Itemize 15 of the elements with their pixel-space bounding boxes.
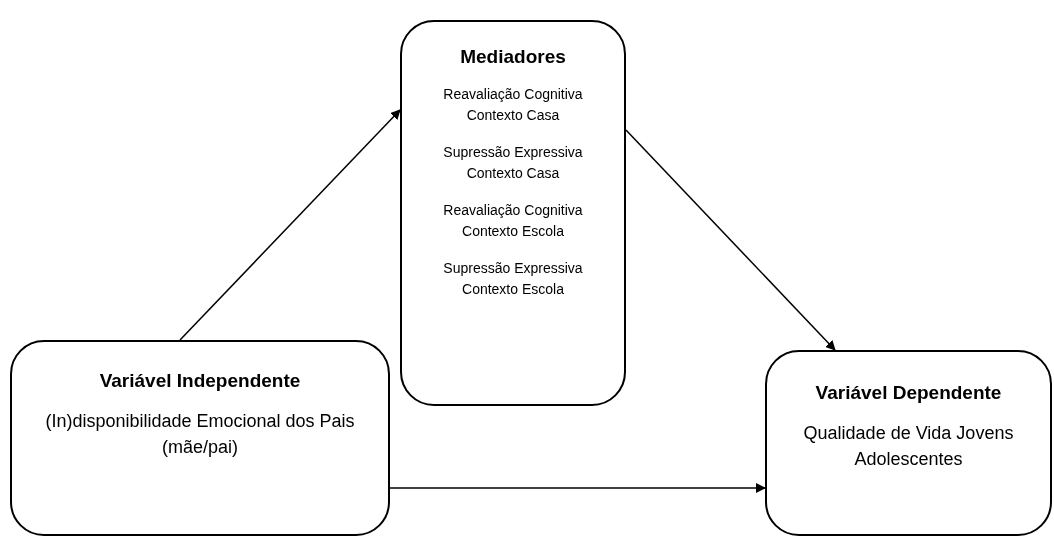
box-text: Qualidade de Vida Jovens Adolescentes — [802, 422, 1015, 472]
box-text: Reavaliação Cognitiva Contexto Escola — [442, 201, 584, 241]
box-heading: Variável Independente — [99, 370, 301, 392]
box-heading: Mediadores — [460, 46, 566, 68]
box-heading: Variável Dependente — [815, 382, 1002, 404]
rounded-box — [765, 350, 1052, 536]
rounded-box — [10, 340, 390, 536]
box-text: (In)disponibilidade Emocional dos Pais (mãe/pai) — [44, 410, 356, 460]
box-text: Supressão Expressiva Contexto Escola — [442, 259, 584, 299]
arrow — [625, 129, 836, 351]
rounded-box — [400, 20, 626, 406]
arrow — [389, 483, 766, 493]
box-text: Reavaliação Cognitiva Contexto Casa — [442, 85, 584, 125]
box-text: Supressão Expressiva Contexto Casa — [442, 143, 584, 183]
arrow — [179, 109, 401, 341]
